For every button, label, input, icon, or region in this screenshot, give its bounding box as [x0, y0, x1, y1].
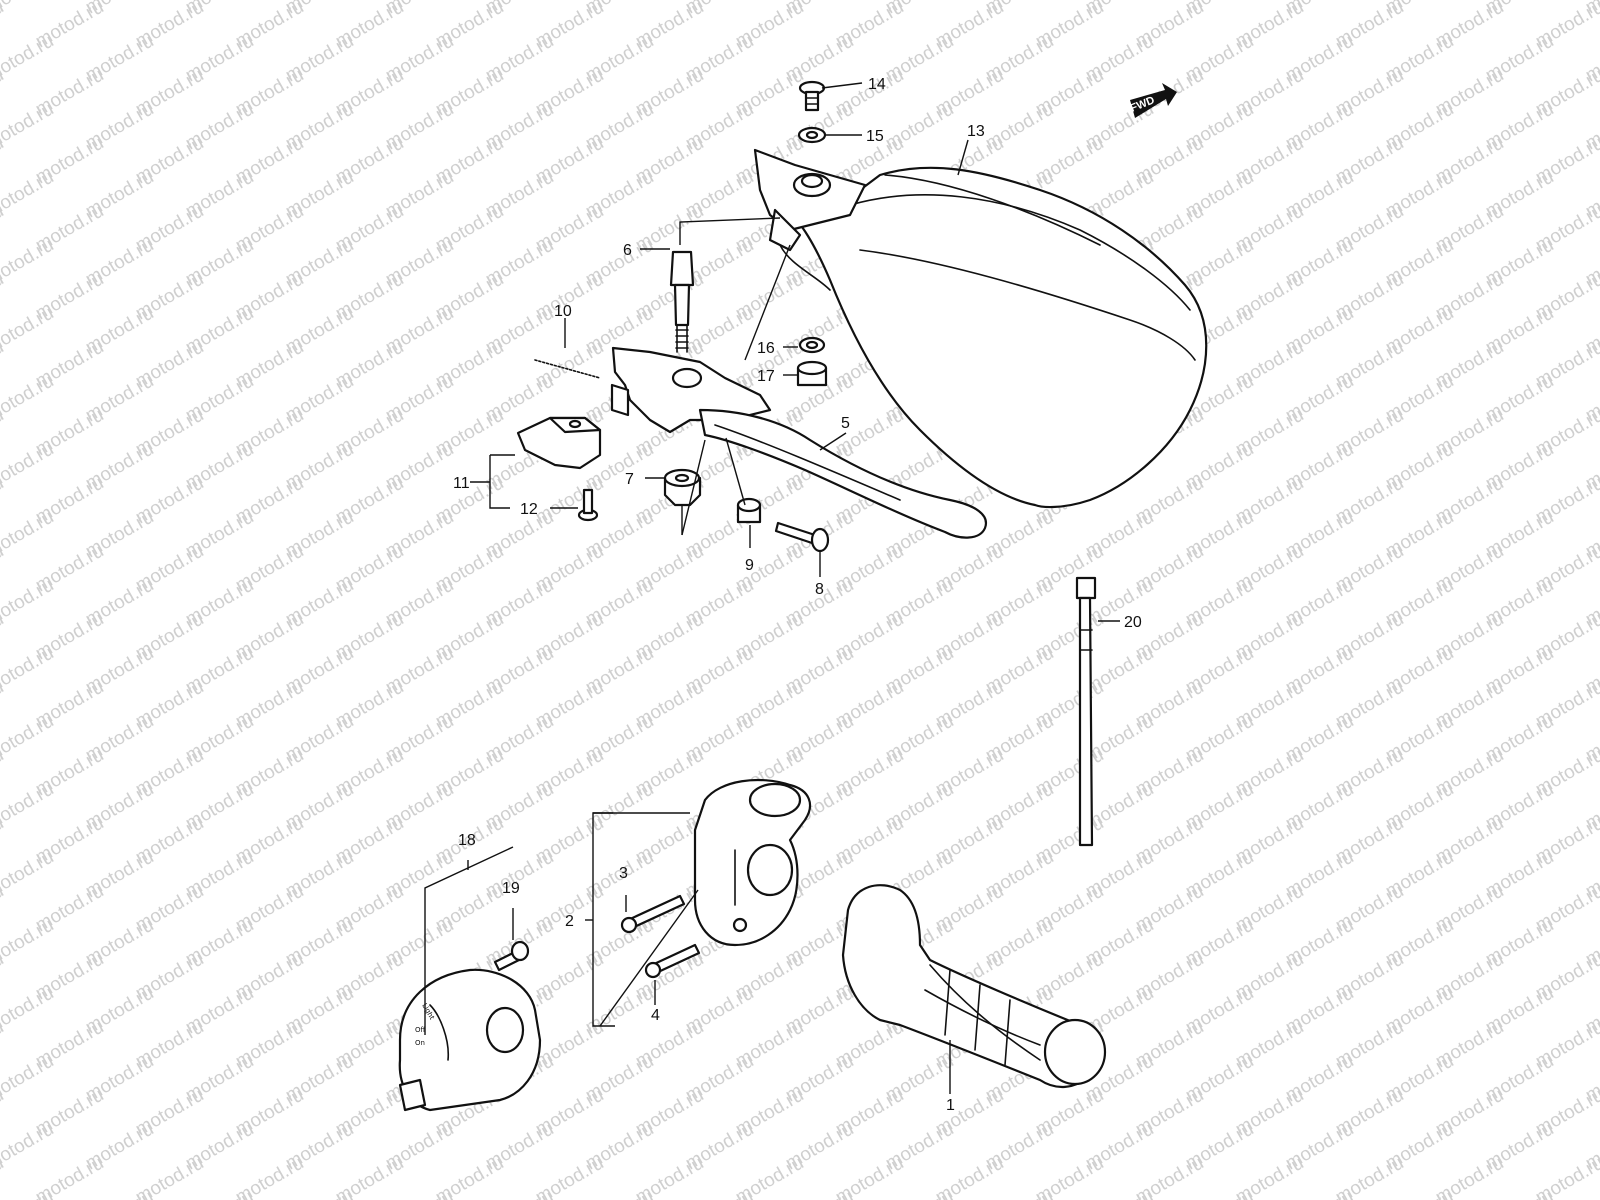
callout-1: 1	[946, 1097, 955, 1114]
callout-13: 13	[967, 123, 985, 140]
callout-5: 5	[841, 415, 850, 432]
switch-label-on: On	[415, 1039, 425, 1047]
callout-4: 4	[651, 1007, 660, 1024]
watermark-text: motod.ru	[82, 1187, 157, 1200]
callout-2: 2	[565, 913, 574, 930]
part-9-nut	[736, 497, 762, 524]
part-12-screw	[577, 488, 599, 522]
watermark-text: motod.ru	[0, 439, 57, 495]
callout-14: 14	[868, 76, 886, 93]
part-3-screw	[620, 894, 686, 934]
callout-8: 8	[815, 581, 824, 598]
switch-label-off: Off	[415, 1026, 426, 1034]
part-16-washer	[798, 336, 826, 354]
part-5-lever	[698, 408, 988, 539]
leader-lines	[424, 82, 1120, 1094]
watermark-text: motod.ru	[0, 779, 57, 835]
callouts: 14 15 13 6 10 16 17 5 11 12 7 9 8 20 18 …	[453, 76, 1142, 1114]
watermark-text: motod.ru	[482, 1187, 557, 1200]
part-15-washer	[797, 126, 827, 144]
watermark-text: motod.ru	[0, 167, 57, 223]
watermark-text: motod.ru	[0, 371, 57, 427]
watermark-text: motod.ru	[1382, 1187, 1457, 1200]
callout-12: 12	[520, 501, 538, 518]
watermark-text: motod.ru	[0, 1119, 57, 1175]
callout-10: 10	[554, 303, 572, 320]
watermark-text: motod.ru	[582, 1187, 657, 1200]
part-hand-guard	[788, 166, 1208, 509]
part-14-screw	[798, 80, 826, 112]
watermark-text: motod.ru	[1082, 1187, 1157, 1200]
watermark-text: motod.ru	[1482, 1187, 1557, 1200]
part-19-screw	[493, 940, 530, 972]
part-1-grip	[841, 884, 1107, 1088]
callout-16: 16	[757, 340, 775, 357]
part-2-throttle-housing	[693, 778, 812, 947]
watermark-text: motod.ru	[982, 1187, 1057, 1200]
part-17-nut	[796, 360, 828, 387]
watermark-text: motod.ru	[882, 1187, 957, 1200]
part-10-spring	[534, 359, 601, 379]
callout-7: 7	[625, 471, 634, 488]
watermark-text: motod.ru	[0, 847, 57, 903]
part-18-switch-housing: Light Off On	[398, 968, 542, 1112]
watermark-text: motod.ru	[1582, 1187, 1600, 1200]
part-8-bolt	[774, 521, 830, 553]
watermark-text: motod.ru	[682, 1187, 757, 1200]
watermark-text: motod.ru	[782, 1187, 857, 1200]
part-6-bolt	[669, 250, 695, 353]
callout-11: 11	[453, 475, 470, 492]
watermark-text: motod.ru	[0, 983, 57, 1039]
callout-18: 18	[458, 832, 476, 849]
part-lever-bracket	[753, 148, 867, 291]
watermark-text: motod.ru	[382, 1187, 457, 1200]
watermark-text: motod.ru	[182, 1187, 257, 1200]
watermark-text: motod.ru	[0, 0, 57, 18]
watermark-text: motod.ru	[1182, 1187, 1257, 1200]
watermark-text: motod.ru	[0, 507, 57, 563]
callout-6: 6	[623, 242, 632, 259]
watermark-text: motod.ru	[282, 1187, 357, 1200]
watermark-text: motod.ru	[0, 235, 57, 291]
watermark-text: motod.ru	[0, 575, 57, 631]
part-4-screw	[644, 943, 701, 979]
watermark-text: motod.ru	[0, 643, 57, 699]
watermark-text: motod.ru	[0, 31, 57, 87]
callout-3: 3	[619, 865, 628, 882]
watermark-text: motod.ru	[0, 915, 57, 971]
watermark-text: motod.ru	[0, 99, 57, 155]
callout-17: 17	[757, 368, 775, 385]
part-20-cable-tie	[1075, 576, 1097, 847]
callout-9: 9	[745, 557, 754, 574]
callout-15: 15	[866, 128, 884, 145]
watermark-text: motod.ru	[0, 303, 57, 359]
watermark-text: motod.ru	[0, 1051, 57, 1107]
callout-20: 20	[1124, 614, 1142, 631]
callout-19: 19	[502, 880, 520, 897]
watermark-text: motod.ru	[1282, 1187, 1357, 1200]
part-7-collar	[663, 468, 702, 507]
part-11-switch	[516, 416, 602, 470]
watermark-text: motod.ru	[0, 711, 57, 767]
